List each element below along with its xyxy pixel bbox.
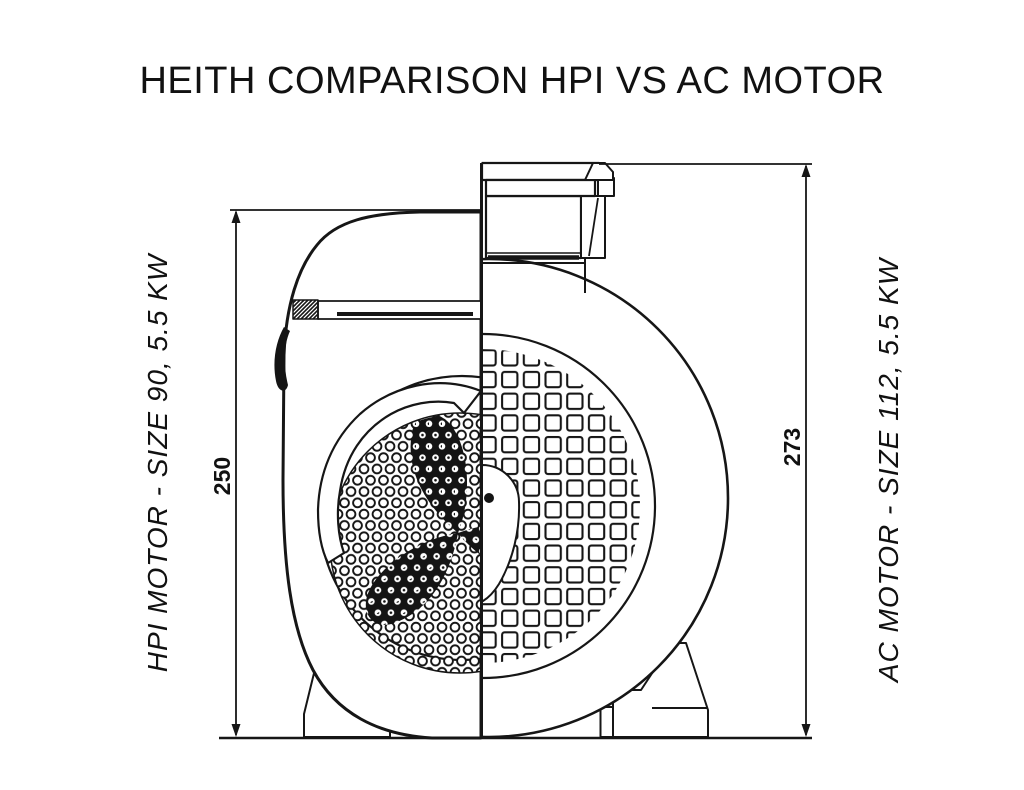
ac-lid-flap [584, 162, 614, 181]
hpi-fan-blades [365, 414, 482, 625]
ac-height-dimension: 273 [599, 163, 812, 737]
hpi-slot-knurl [292, 299, 319, 320]
page-title: HEITH COMPARISON HPI VS AC MOTOR [139, 60, 885, 102]
ac-height-dimension-label: 273 [779, 428, 805, 466]
hpi-height-dimension-label: 250 [209, 457, 235, 495]
ac-terminal-box-lid [481, 161, 601, 182]
ac-motor-drawing [481, 161, 730, 739]
hpi-motor-drawing [274, 210, 482, 740]
ac-terminal-box [484, 194, 583, 260]
hpi-side-latch [274, 327, 290, 391]
ac-shaft-center [484, 493, 494, 503]
ac-vent-grille [481, 349, 640, 663]
hpi-top-slot [317, 300, 482, 320]
hpi-height-dimension: 250 [209, 209, 481, 737]
hpi-scroll-shroud [316, 382, 482, 565]
ac-motor-foot-strip [599, 706, 615, 738]
